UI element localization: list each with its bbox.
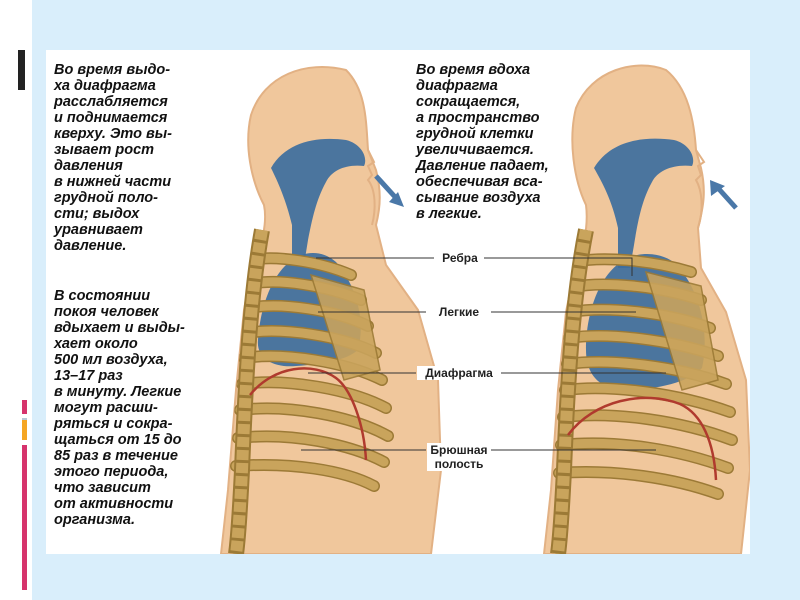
inhale-arrow	[710, 180, 738, 210]
right-ribs	[553, 253, 738, 500]
left-diaphragm	[249, 367, 368, 461]
left-figure-exhale	[219, 66, 443, 554]
label-diaphragm: Диафрагма	[417, 366, 501, 380]
right-figure-inhale	[542, 64, 750, 554]
breathing-illustration	[219, 64, 750, 554]
deco-bar-pink	[22, 400, 27, 414]
breathing-figure: Во время выдо- ха диафрагма расслабляетс…	[46, 50, 750, 554]
left-face-profile	[366, 149, 376, 226]
right-face-profile	[694, 149, 706, 229]
inhale-caption: Во время вдоха диафрагма сокращается, а …	[416, 62, 549, 222]
deco-bar-pink-long	[22, 445, 27, 590]
leader-lines	[301, 257, 666, 451]
deco-bar-dark	[18, 50, 25, 90]
right-airway	[594, 138, 694, 268]
rest-caption: В состоянии покоя человек вдыхает и выды…	[54, 288, 185, 528]
deco-bar-orange	[22, 420, 27, 440]
exhale-caption: Во время выдо- ха диафрагма расслабляетс…	[54, 62, 172, 254]
label-lungs: Легкие	[427, 305, 491, 319]
left-spine	[228, 228, 270, 554]
right-diaphragm	[566, 396, 718, 481]
left-airway	[271, 138, 366, 265]
decorative-side-bars	[0, 0, 32, 600]
label-ribs: Ребра	[436, 251, 484, 265]
right-spine	[550, 228, 594, 554]
exhale-arrow	[374, 174, 404, 207]
label-abdomen: Брюшная полость	[427, 443, 491, 471]
